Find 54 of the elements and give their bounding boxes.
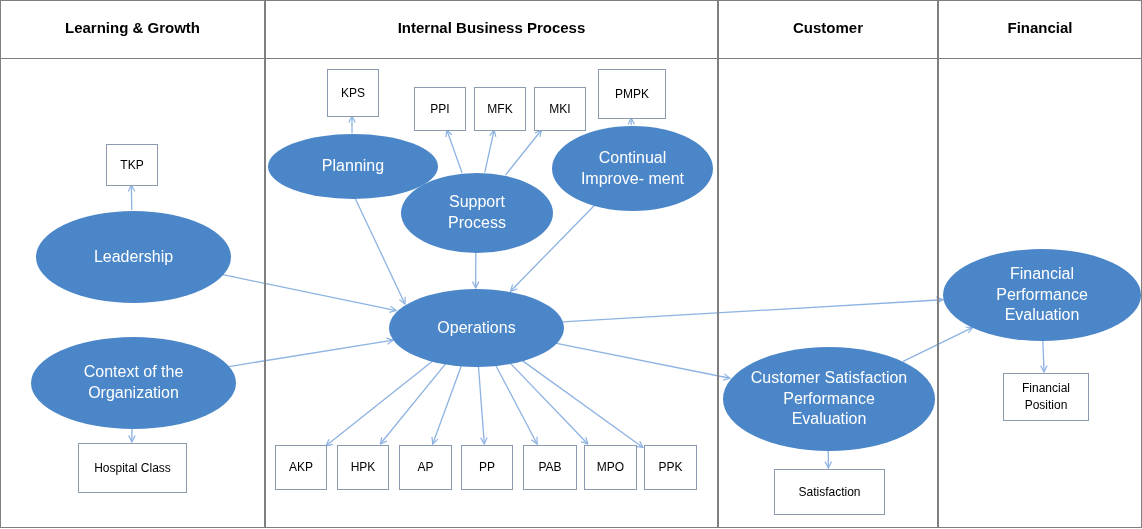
arrow (484, 129, 497, 173)
text-box: Financial Position (1003, 373, 1089, 421)
arrow (561, 296, 944, 323)
ellipse-node: Financial Performance Evaluation (943, 249, 1141, 341)
arrow (228, 337, 394, 368)
text-box: MPO (584, 445, 637, 490)
column-header: Internal Business Process (397, 18, 586, 38)
arrow (325, 360, 434, 447)
ellipse-node: Context of the Organization (31, 337, 236, 429)
arrow (471, 251, 480, 289)
ellipse-node: Planning (268, 134, 438, 199)
column-panel (0, 0, 265, 528)
arrow (477, 365, 488, 445)
arrow (504, 129, 543, 176)
text-box: MKI (534, 87, 586, 131)
column-header: Learning & Growth (65, 18, 200, 38)
ellipse-node: Support Process (401, 173, 553, 253)
column-header: Customer (793, 18, 863, 38)
ellipse-node: Operations (389, 289, 564, 367)
arrow (494, 364, 538, 445)
arrow (902, 326, 974, 362)
column-panel (265, 0, 718, 528)
arrow (348, 115, 356, 134)
ellipse-node: Customer Satisfaction Performance Evaluation (723, 347, 935, 451)
arrow (127, 184, 136, 211)
ellipse-node: Continual Improve- ment (552, 126, 713, 211)
text-box: Hospital Class (78, 443, 187, 493)
text-box: PPK (644, 445, 697, 490)
text-box: PPI (414, 87, 466, 131)
text-box: PAB (523, 445, 577, 490)
arrow (379, 363, 447, 445)
ellipse-node: Leadership (36, 211, 231, 303)
arrow (1040, 339, 1048, 373)
text-box: PP (461, 445, 513, 490)
arrow (354, 197, 406, 305)
arrow (509, 362, 589, 445)
text-box: Satisfaction (774, 469, 885, 515)
column-panel (718, 0, 938, 528)
arrow (824, 449, 833, 469)
text-box: TKP (106, 144, 158, 186)
column-header: Financial (1007, 18, 1073, 38)
arrow (221, 273, 397, 313)
text-box: AKP (275, 445, 327, 490)
text-box: KPS (327, 69, 379, 117)
arrow (445, 129, 463, 174)
arrow (509, 204, 596, 292)
text-box: HPK (337, 445, 389, 490)
arrow (128, 427, 136, 443)
text-box: PMPK (598, 69, 666, 119)
text-box: AP (399, 445, 452, 490)
column-panel (938, 0, 1142, 528)
arrow (431, 364, 463, 445)
arrow (627, 117, 635, 126)
text-box: MFK (474, 87, 526, 131)
